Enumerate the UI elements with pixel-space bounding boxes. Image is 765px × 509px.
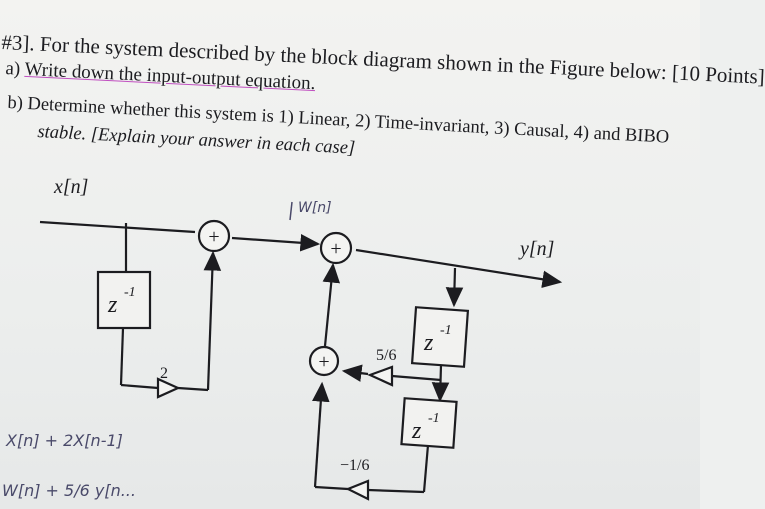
gain-5-6-triangle — [367, 365, 394, 387]
handwritten-eq2: W[n] + 5/6 y[n... — [2, 481, 136, 500]
gain-neg-1-6-triangle — [345, 479, 370, 501]
adder-3-symbol: + — [318, 351, 329, 373]
handwritten-arrow — [289, 201, 293, 221]
delay-3-label: z — [411, 418, 422, 444]
gain-5-6-label: 5/6 — [376, 347, 396, 364]
delay-1-exp: -1 — [124, 285, 136, 300]
handwritten-wn: W[n] — [298, 200, 332, 216]
gain2-out-line — [177, 386, 209, 392]
adder-3 — [308, 345, 340, 377]
handwritten-eq1: X[n] + 2X[n-1] — [5, 431, 123, 450]
adder-2 — [319, 231, 353, 265]
adder-1 — [197, 219, 231, 253]
gain-neg-1-6-label: −1/6 — [340, 457, 369, 474]
w-line — [231, 233, 321, 252]
delay-box-3 — [400, 397, 458, 449]
delay-3-exp: -1 — [428, 411, 440, 426]
adder-1-symbol: + — [208, 226, 219, 248]
delay-2-exp: -1 — [440, 323, 452, 338]
adder-2-symbol: + — [330, 238, 341, 260]
input-line — [39, 220, 196, 234]
input-label: x[n] — [53, 176, 88, 198]
gain-2-label: 2 — [160, 365, 168, 382]
to-gain16-line — [367, 488, 425, 494]
adder3-up-line — [322, 262, 341, 347]
block-diagram: + + + z -1 z -1 z -1 x[n] y[n] 2 5/6 −1/… — [2, 176, 563, 501]
gain16-up-line — [312, 381, 330, 488]
to-gain56-line — [391, 374, 442, 382]
output-branch — [445, 267, 464, 308]
gain-2-triangle — [156, 377, 181, 399]
delay2-out-line — [422, 444, 430, 493]
gain56-out-line — [341, 364, 369, 382]
delay-box-1 — [96, 270, 152, 330]
gain2-up-line — [203, 250, 222, 391]
output-line — [355, 248, 563, 288]
delay2-in-line — [431, 364, 450, 403]
delay-1-label: z — [107, 292, 118, 318]
to-gain2-line — [120, 383, 159, 390]
output-label: y[n] — [518, 238, 554, 260]
delay-out-line — [119, 327, 125, 386]
delay-box-2 — [410, 306, 470, 368]
gain16-out-line — [314, 485, 349, 491]
delay-2-label: z — [423, 330, 434, 356]
